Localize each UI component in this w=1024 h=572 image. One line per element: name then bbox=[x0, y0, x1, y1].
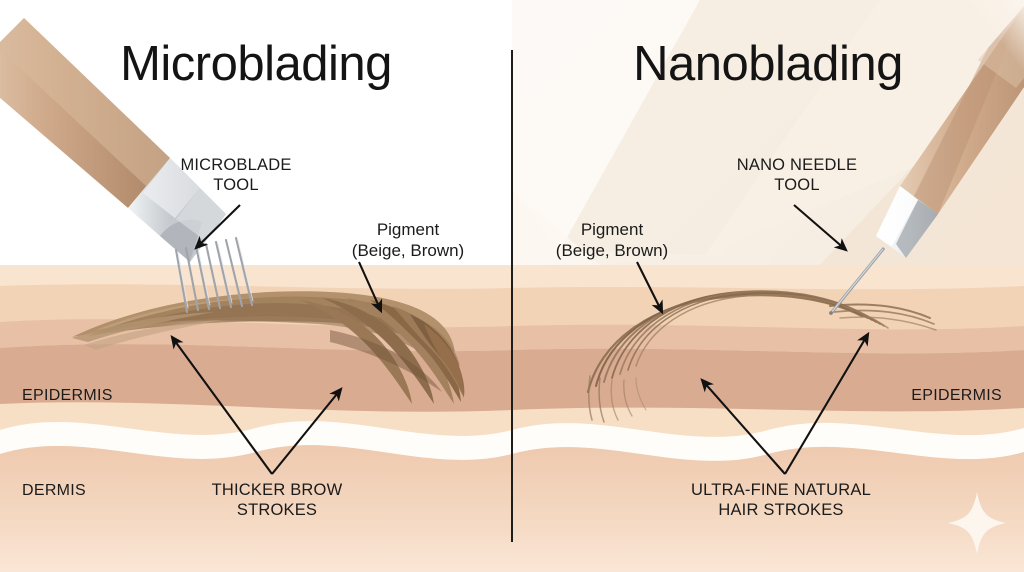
label-epidermis-right: EPIDERMIS bbox=[911, 387, 1002, 404]
panel-divider bbox=[511, 50, 513, 542]
microblade-tool bbox=[0, 0, 254, 314]
left-panel-title: Microblading bbox=[120, 37, 392, 91]
label-nano-needle-tool-line1: NANO NEEDLE bbox=[736, 156, 858, 174]
label-thicker-brow-strokes: THICKER BROW STROKES bbox=[183, 480, 371, 520]
label-pigment-left-line1: Pigment bbox=[376, 220, 440, 239]
label-dermis: DERMIS bbox=[22, 482, 87, 499]
label-ultrafine-hair-strokes-line1: ULTRA-FINE NATURAL bbox=[691, 481, 871, 499]
label-microblade-tool: MICROBLADE TOOL bbox=[139, 155, 333, 195]
label-thicker-brow-strokes-line1: THICKER BROW bbox=[211, 481, 343, 499]
label-pigment-right-line2: (Beige, Brown) bbox=[555, 240, 669, 260]
label-epidermis-left: EPIDERMIS bbox=[22, 387, 113, 404]
label-nano-needle-tool: NANO NEEDLE TOOL bbox=[700, 155, 894, 195]
label-microblade-tool-line2: TOOL bbox=[213, 176, 259, 195]
label-pigment-right: Pigment (Beige, Brown) bbox=[536, 220, 688, 261]
label-ultrafine-hair-strokes: ULTRA-FINE NATURAL HAIR STROKES bbox=[666, 480, 896, 520]
label-nano-needle-tool-line2: TOOL bbox=[774, 176, 820, 195]
label-microblade-tool-line1: MICROBLADE bbox=[180, 156, 292, 174]
label-pigment-right-line1: Pigment bbox=[580, 220, 644, 239]
right-panel-title: Nanoblading bbox=[633, 37, 903, 91]
label-pigment-left: Pigment (Beige, Brown) bbox=[332, 220, 484, 261]
label-ultrafine-hair-strokes-line2: HAIR STROKES bbox=[718, 501, 844, 520]
label-pigment-left-line2: (Beige, Brown) bbox=[351, 240, 465, 260]
nano-needle-tool bbox=[829, 0, 1024, 315]
label-thicker-brow-strokes-line2: STROKES bbox=[236, 501, 318, 520]
sparkle-icon bbox=[948, 492, 1006, 554]
nanoblading-hair-strokes bbox=[586, 290, 937, 423]
